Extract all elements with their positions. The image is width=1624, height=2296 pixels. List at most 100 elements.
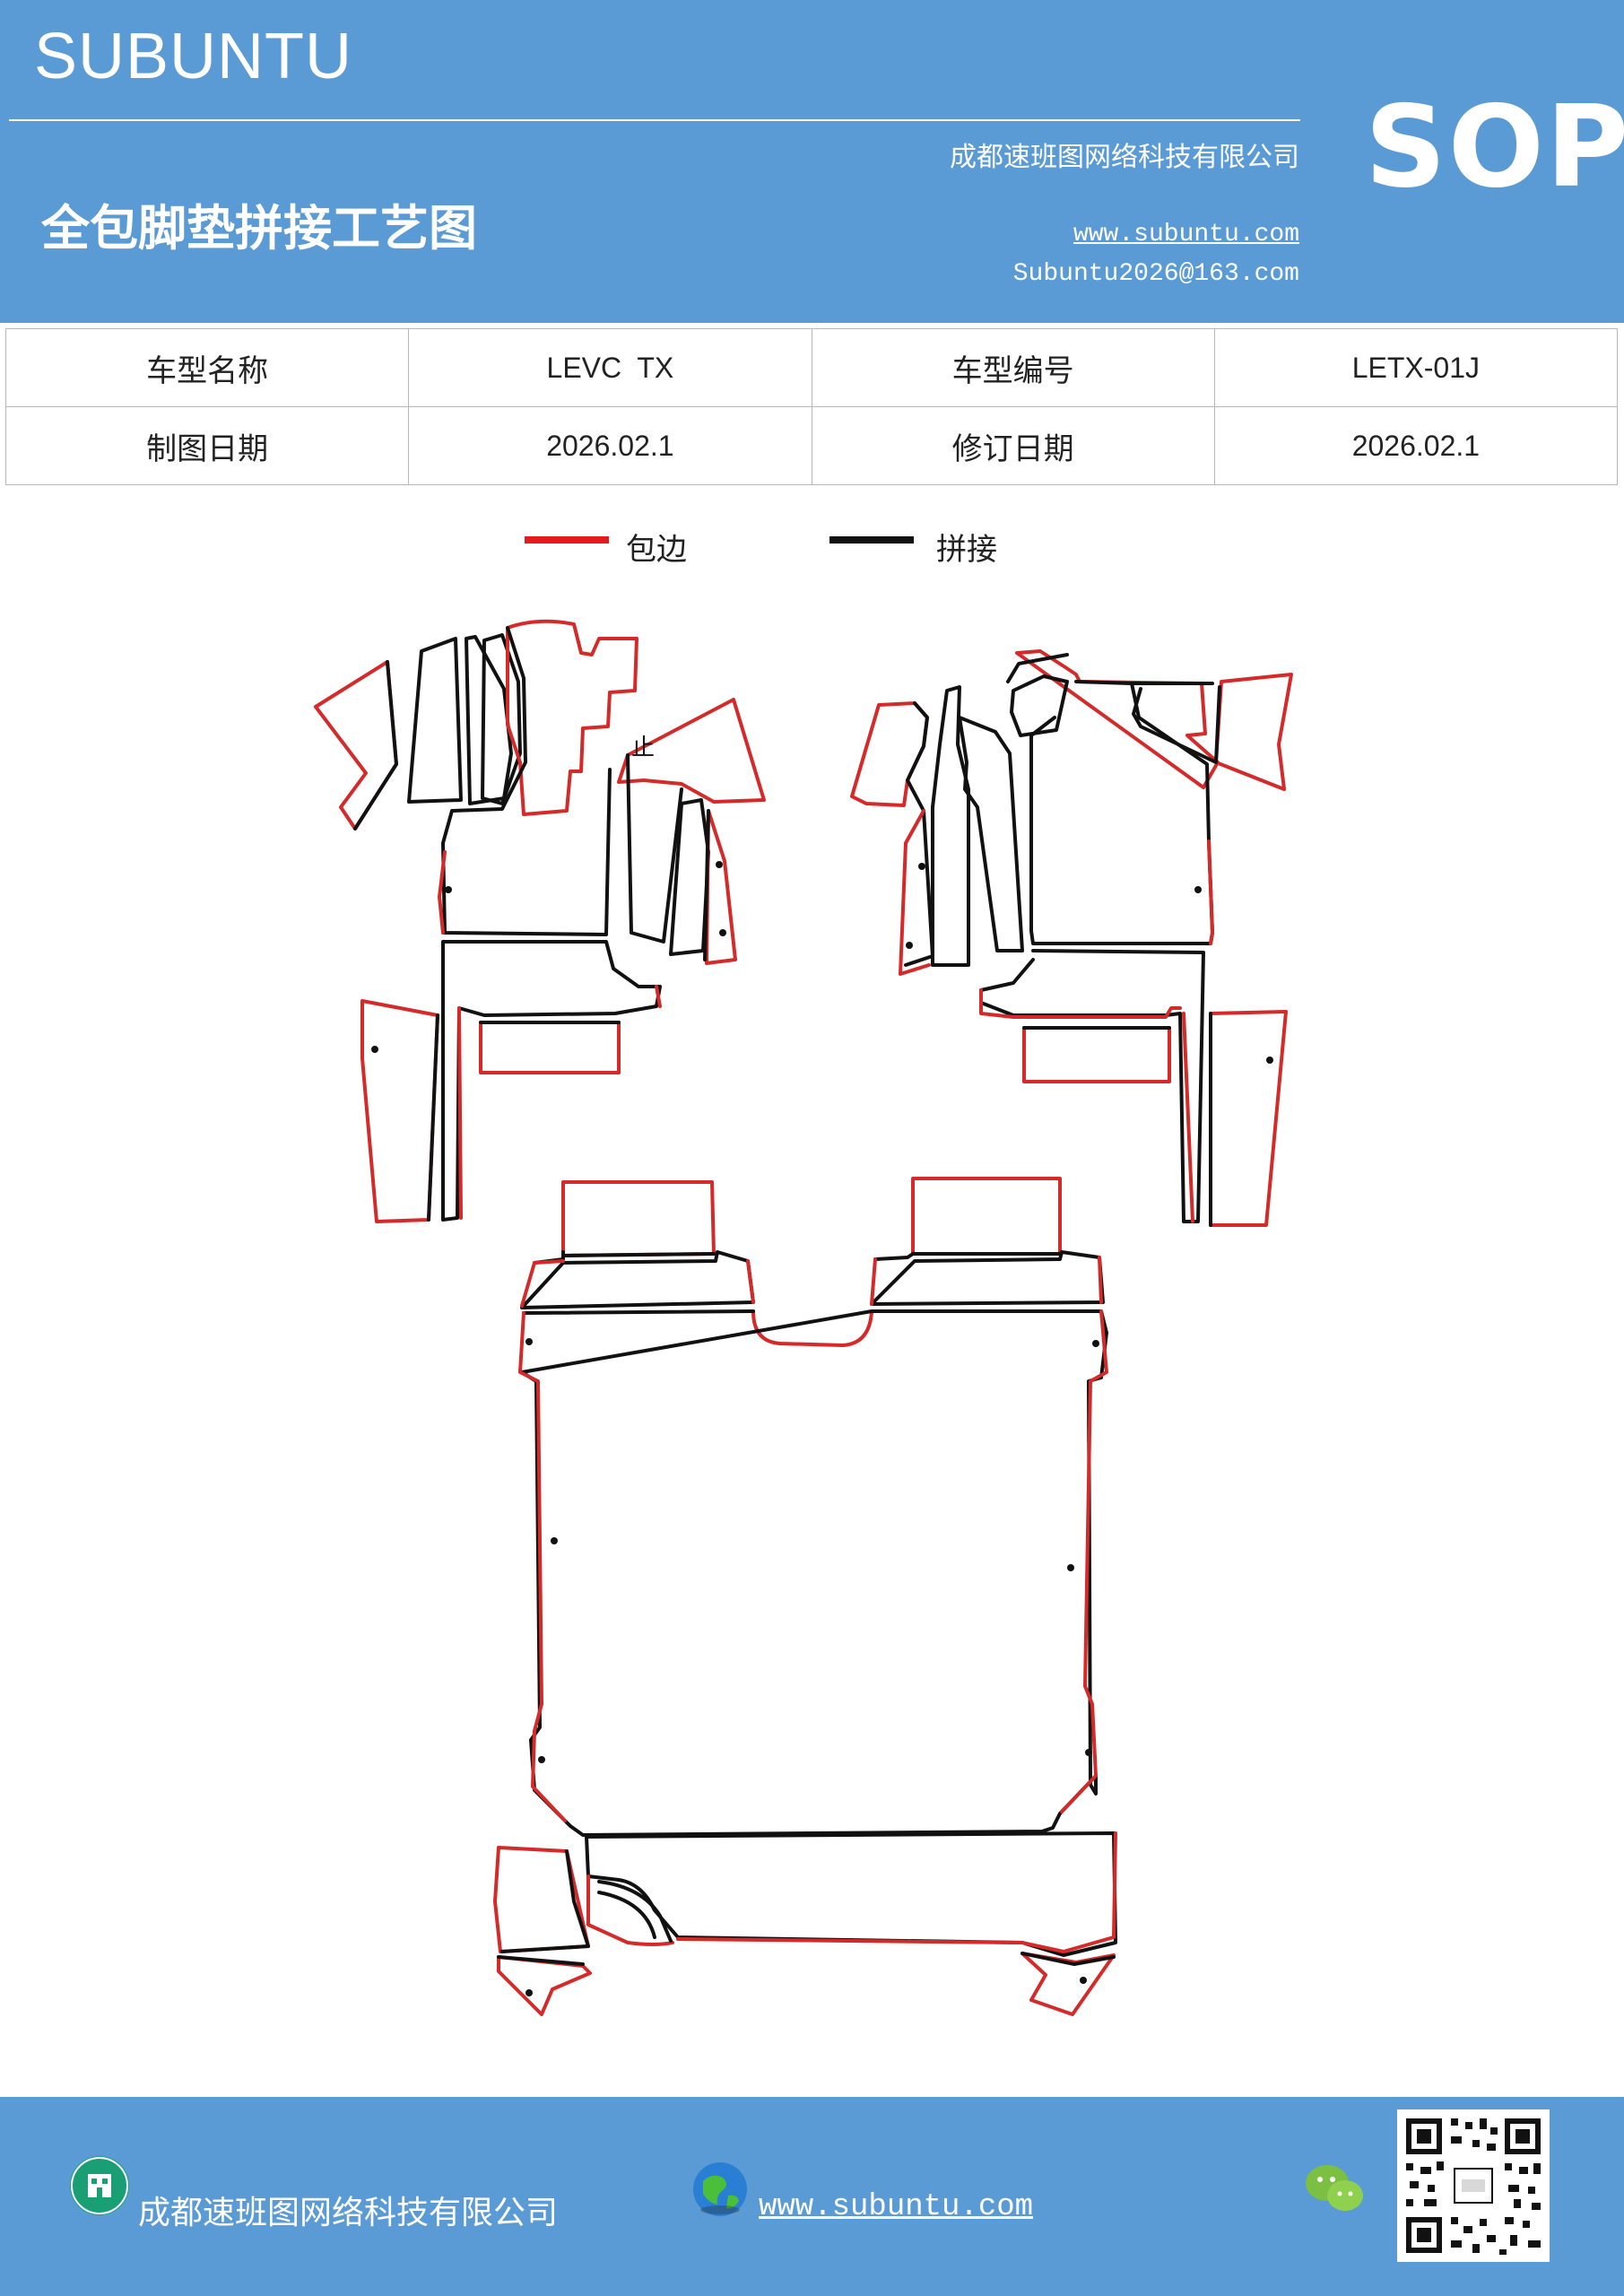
mat-piece [1020, 1952, 1116, 1966]
mat-piece [1022, 1026, 1171, 1083]
mat-piece [1182, 1012, 1194, 1223]
mat-piece [904, 809, 934, 967]
fixing-dot [445, 886, 452, 893]
fixing-dot [371, 1046, 378, 1053]
mat-piece [1098, 1256, 1103, 1304]
mat-piece [441, 626, 612, 936]
header-company: 成都速班图网络科技有限公司 [950, 142, 1299, 173]
mat-piece [407, 637, 463, 804]
mat-piece [597, 1891, 656, 1939]
table-cell: 车型名称 [4, 328, 410, 407]
mat-piece [705, 809, 737, 965]
mat-piece [561, 1252, 716, 1257]
info-table: 车型名称 LEVC TX 车型编号 LETX-01J 制图日期 2026.02.… [4, 328, 1619, 485]
table-cell: 车型编号 [811, 328, 1215, 407]
mat-piece [457, 1006, 463, 1220]
mat-piece [676, 1831, 1117, 1953]
mat-piece [906, 701, 929, 813]
fixing-dot [906, 942, 913, 949]
mat-piece [497, 1955, 592, 2016]
wechat-icon[interactable] [1302, 2161, 1367, 2217]
qr-code[interactable] [1397, 2109, 1550, 2262]
mat-piece [1207, 839, 1214, 945]
legend-swatch-seam [829, 536, 914, 544]
mat-piece [520, 1309, 1108, 1837]
fixing-dot [525, 1338, 533, 1345]
mat-piece [911, 1177, 1062, 1256]
mat-piece [585, 1831, 1117, 1957]
fixing-dot [1266, 1057, 1273, 1064]
mat-piece [597, 1880, 673, 1943]
floor-mat-drawing: 止 [314, 619, 1293, 2016]
mat-piece [479, 1021, 621, 1074]
mat-piece [500, 1849, 590, 1953]
legend-swatch-edge [525, 536, 609, 544]
table-row: 制图日期 2026.02.1 修订日期 2026.02.1 [4, 406, 1619, 485]
mat-piece [899, 809, 931, 976]
mat-piece [1015, 649, 1220, 789]
fixing-dot [525, 1989, 533, 1996]
building-icon [70, 2156, 129, 2215]
fixing-dot [719, 929, 726, 936]
mat-piece [314, 660, 398, 831]
mat-piece [506, 619, 638, 816]
header-email[interactable]: Subuntu2026@163.com [1012, 260, 1299, 288]
mat-piece [979, 988, 1182, 1019]
fixing-dot [1080, 1977, 1087, 1984]
fixing-dot [716, 861, 723, 868]
legend: 包边 拼接 [0, 525, 1624, 570]
mat-piece [481, 633, 522, 805]
mat-piece [1130, 682, 1221, 764]
mat-piece [751, 1309, 873, 1347]
mat-piece [1209, 1010, 1288, 1227]
header-divider [9, 119, 1300, 121]
mat-piece [518, 1311, 567, 1822]
mat-piece [1060, 1309, 1108, 1813]
header-website-link[interactable]: www.subuntu.com [1073, 221, 1299, 248]
brand-name: SUBUNTU [34, 21, 353, 92]
table-cell: LETX-01J [1213, 328, 1619, 407]
mat-piece [360, 999, 439, 1223]
front-left-mat-group: 止 [314, 619, 766, 1223]
page-title: 全包脚垫拼接工艺图 [41, 200, 477, 257]
legend-label-edge: 包边 [626, 532, 687, 568]
mat-piece [586, 1874, 674, 1946]
mat-piece [626, 753, 683, 944]
fixing-dot [1085, 1749, 1092, 1756]
table-cell: 2026.02.1 [408, 406, 812, 485]
mat-piece [438, 850, 447, 935]
header-banner: SUBUNTU 成都速班图网络科技有限公司 全包脚垫拼接工艺图 www.subu… [0, 0, 1624, 323]
mat-piece [958, 716, 1024, 952]
sop-badge: SOP [1365, 81, 1624, 213]
mat-piece [561, 1180, 716, 1257]
mat-piece [1006, 653, 1069, 737]
footer-company: 成都速班图网络科技有限公司 [138, 2195, 559, 2231]
stop-mark: 止 [631, 735, 655, 761]
mat-piece [931, 685, 970, 967]
globe-icon [690, 2160, 750, 2219]
mat-piece [497, 1955, 585, 1966]
mat-piece [465, 635, 513, 805]
front-right-mat-group [850, 649, 1293, 1227]
mat-piece [617, 698, 766, 804]
mat-piece [870, 1250, 1105, 1306]
fixing-dot [918, 863, 925, 870]
mat-piece [441, 940, 662, 1222]
mat-piece [353, 660, 398, 831]
legend-label-seam: 拼接 [936, 532, 997, 568]
table-cell: 制图日期 [4, 406, 410, 485]
mat-piece [703, 809, 710, 961]
rear-mat-group [493, 1177, 1117, 2016]
table-cell: 2026.02.1 [1213, 406, 1619, 485]
footer-website-link[interactable]: www.subuntu.com [759, 2190, 1034, 2224]
fixing-dot [1067, 1564, 1074, 1571]
table-row: 车型名称 LEVC TX 车型编号 LETX-01J [4, 328, 1619, 407]
fixing-dot [1194, 886, 1202, 893]
mat-piece [655, 985, 662, 1008]
mat-piece [746, 1259, 755, 1304]
fixing-dot [1092, 1340, 1099, 1347]
mat-piece [1214, 673, 1293, 791]
fixing-dot [551, 1537, 558, 1544]
mat-piece [870, 1257, 877, 1306]
footer-banner: 成都速班图网络科技有限公司 www.subuntu.com [0, 2097, 1624, 2296]
